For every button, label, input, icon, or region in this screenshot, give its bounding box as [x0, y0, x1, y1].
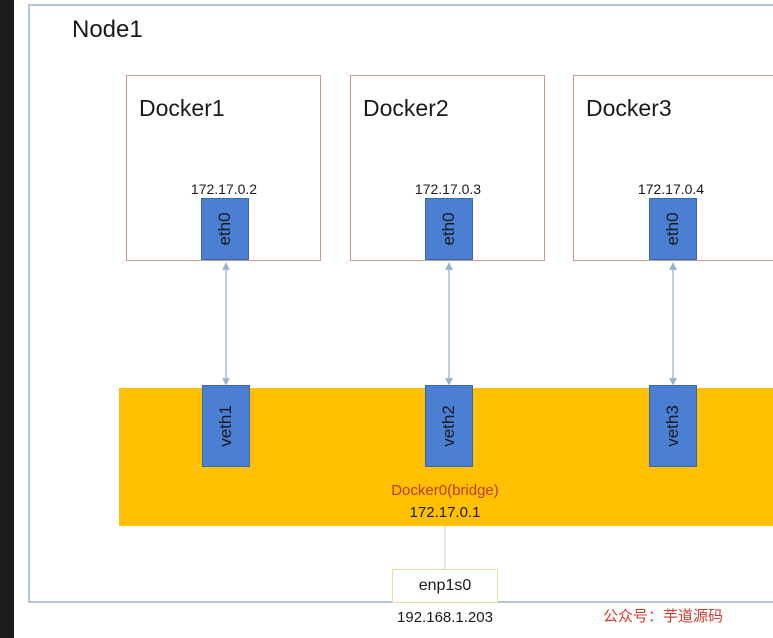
eth0-label-docker2: eth0	[439, 212, 458, 246]
host-nic-box	[392, 569, 498, 603]
node-title: Node1	[72, 16, 143, 43]
veth-label-2: veth2	[439, 405, 458, 447]
container-title-docker2: Docker2	[363, 95, 449, 121]
container-ip-docker3: 172.17.0.4	[637, 181, 705, 197]
bridge-ip: 172.17.0.1	[409, 504, 481, 521]
watermark-text: 公众号：芋道源码	[603, 608, 724, 625]
container-ip-docker2: 172.17.0.3	[414, 181, 482, 197]
veth-label-3: veth3	[663, 405, 682, 447]
veth-interface-2: veth2	[425, 385, 473, 467]
eth0-label-docker3: eth0	[663, 212, 682, 246]
eth0-label-docker1: eth0	[215, 212, 234, 246]
veth-interface-1: veth1	[202, 385, 250, 467]
eth0-interface-docker3: eth0	[649, 198, 697, 260]
veth-interface-3: veth3	[649, 385, 697, 467]
bridge-name: Docker0(bridge)	[391, 482, 499, 499]
eth0-interface-docker1: eth0	[201, 198, 249, 260]
container-title-docker3: Docker3	[586, 95, 672, 121]
container-box-docker1	[126, 75, 321, 261]
container-title-docker1: Docker1	[139, 95, 225, 121]
eth0-interface-docker2: eth0	[425, 198, 473, 260]
veth-label-1: veth1	[216, 405, 235, 447]
container-ip-docker1: 172.17.0.2	[190, 181, 258, 197]
host-nic-name: enp1s0	[418, 577, 472, 594]
window-edge-strip	[0, 0, 14, 638]
host-nic-ip: 192.168.1.203	[397, 609, 493, 626]
